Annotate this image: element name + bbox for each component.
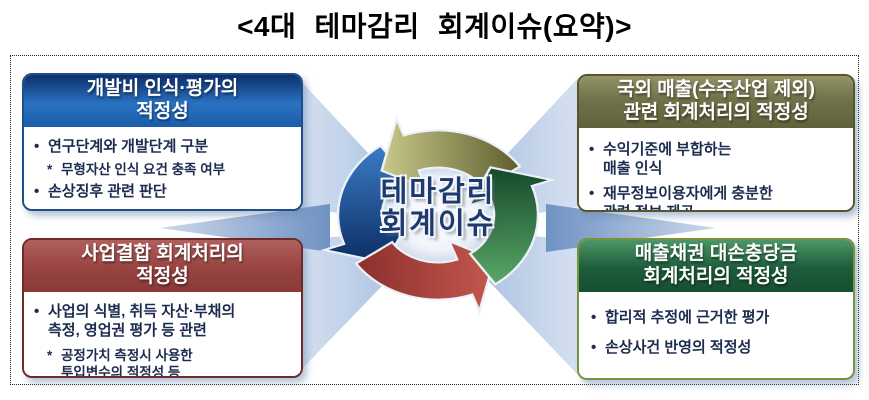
cycle-arrow-olive (380, 115, 522, 191)
issue-box-body: • 수익기준에 부합하는 매출 인식 • 재무정보이용자에게 충분한 관련 정보… (579, 128, 853, 210)
page-title: <4대 테마감리 회계이슈(요약)> (237, 11, 632, 42)
issue-box-title: 개발비 인식·평가의 적정성 (24, 75, 301, 127)
issue-item: • 손상징후 관련 판단 (34, 183, 167, 201)
issue-box-body: • 연구단계와 개발단계 구분 * 무형자산 인식 요건 충족 여부 • 손상징… (24, 127, 301, 209)
issue-box-title: 매출채권 대손충당금 회계처리의 적정성 (579, 240, 853, 292)
cycle-arrow-green (466, 166, 556, 286)
issue-box-business-combination: 사업결합 회계처리의 적정성 • 사업의 식별, 취득 자산·부채의 측정, 영… (22, 238, 303, 378)
issue-item: • 손상사건 반영의 적정성 (591, 338, 752, 356)
issue-box-title: 사업결합 회계처리의 적정성 (24, 240, 301, 292)
cycle-arrow-blue (320, 144, 410, 264)
issue-item: • 수익기준에 부합하는 매출 인식 (589, 141, 732, 177)
issue-item: • 사업의 식별, 취득 자산·부채의 측정, 영업권 평가 등 관련 (34, 303, 236, 339)
cycle-arrow-red (354, 239, 496, 315)
cycle-center-label: 테마감리 회계이슈 (380, 176, 496, 241)
issue-item: • 재무정보이용자에게 충분한 관련 정보 제공 (589, 185, 773, 210)
dotted-frame (10, 55, 859, 385)
issue-subitem: * 공정가치 측정시 사용한 투입변수의 적정성 등 (47, 348, 193, 378)
issue-item: • 합리적 추정에 근거한 평가 (591, 309, 770, 326)
issue-box-body: • 사업의 식별, 취득 자산·부채의 측정, 영업권 평가 등 관련 * 공정… (24, 292, 301, 378)
issue-item: • 연구단계와 개발단계 구분 (34, 138, 209, 155)
issue-subitem: * 무형자산 인식 요건 충족 여부 (47, 161, 226, 177)
issue-box-body: • 합리적 추정에 근거한 평가 • 손상사건 반영의 적정성 (579, 292, 853, 378)
cycle-center-disc (380, 165, 496, 265)
issue-box-overseas-sales: 국외 매출(수주산업 제외) 관련 회계처리의 적정성 • 수익기준에 부합하는… (577, 74, 855, 212)
cycle-arrows (320, 115, 556, 315)
issue-box-receivables-allowance: 매출채권 대손충당금 회계처리의 적정성 • 합리적 추정에 근거한 평가 • … (577, 238, 855, 380)
issue-box-title: 국외 매출(수주산업 제외) 관련 회계처리의 적정성 (579, 76, 853, 128)
issue-box-development-cost: 개발비 인식·평가의 적정성 • 연구단계와 개발단계 구분 * 무형자산 인식… (22, 73, 303, 211)
